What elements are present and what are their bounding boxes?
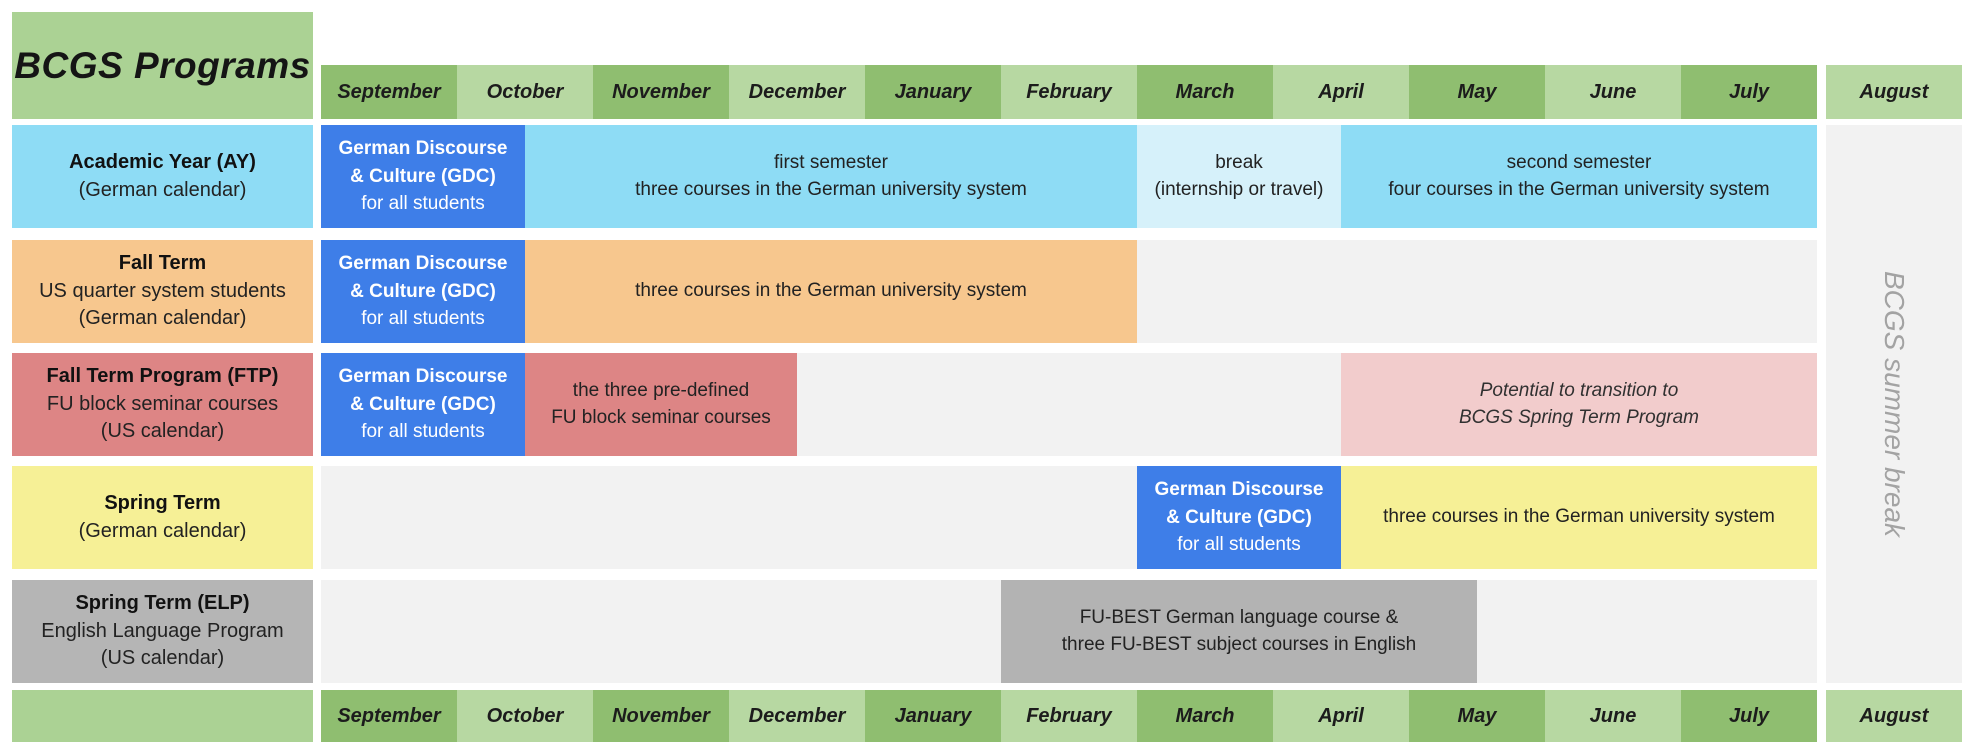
program-bar-spring-term: three courses in the German university s… <box>1341 466 1817 569</box>
month-cell-footer-february: February <box>1001 690 1137 742</box>
program-bar-fall-term: three courses in the German university s… <box>525 240 1137 343</box>
bar-text-line: Potential to transition to <box>1479 379 1679 401</box>
bar-text-line: BCGS Spring Term Program <box>1458 406 1700 428</box>
program-label-line: Spring Term <box>104 491 221 514</box>
month-cell-header-january: January <box>865 65 1001 119</box>
bar-text-line: German Discourse <box>338 138 508 160</box>
bar-text-line: & Culture (GDC) <box>350 280 496 302</box>
program-bar-fall-term-program: the three pre-defined FU block seminar co… <box>525 353 797 456</box>
month-cell-header-september: September <box>321 65 457 119</box>
august-header-label: August <box>1859 80 1929 103</box>
gdc-box-academic-year: German Discourse & Culture (GDC) for all s… <box>321 125 525 228</box>
program-label-line: English Language Program <box>41 619 284 642</box>
month-footer-august: August <box>1826 690 1962 742</box>
month-cell-footer-april: April <box>1273 690 1409 742</box>
bar-text-line: German Discourse <box>1154 479 1324 501</box>
month-cell-header-november: November <box>593 65 729 119</box>
program-label-line: (German calendar) <box>78 178 247 201</box>
program-label-fall-term-program: Fall Term Program (FTP) FU block seminar … <box>12 353 313 456</box>
month-cell-footer-july: July <box>1681 690 1817 742</box>
month-cell-footer-november: November <box>593 690 729 742</box>
month-cell-footer-september: September <box>321 690 457 742</box>
bar-text-line: second semester <box>1506 151 1652 173</box>
bar-text-line: break <box>1215 151 1263 173</box>
bar-text-line: & Culture (GDC) <box>1166 506 1312 528</box>
program-label-line: (German calendar) <box>78 307 247 330</box>
program-bar-academic-year: second semester four courses in the Germa… <box>1341 125 1817 228</box>
program-bar-fall-term-program: Potential to transition to BCGS Spring Te… <box>1341 353 1817 456</box>
bar-text-line: FU-BEST German language course & <box>1079 606 1399 628</box>
month-cell-footer-may: May <box>1409 690 1545 742</box>
footer-spacer-box <box>12 690 313 742</box>
bar-text-line: three courses in the German university s… <box>635 280 1027 302</box>
bar-text-line: three courses in the German university s… <box>635 178 1027 200</box>
bar-text-line: the three pre-defined <box>572 379 750 401</box>
program-label-line: Fall Term <box>118 252 207 275</box>
month-cell-footer-january: January <box>865 690 1001 742</box>
bar-text-line: three courses in the German university s… <box>1383 506 1775 528</box>
program-label-line: FU block seminar courses <box>46 392 279 415</box>
bar-text-line: four courses in the German university sy… <box>1388 178 1770 200</box>
program-label-line: US quarter system students <box>39 279 286 302</box>
program-label-line: Fall Term Program (FTP) <box>46 365 279 388</box>
page-title-text: BCGS Programs <box>14 44 311 86</box>
program-label-fall-term: Fall Term US quarter system students (Germ… <box>12 240 313 343</box>
month-cell-header-march: March <box>1137 65 1273 119</box>
month-header-august: August <box>1826 65 1962 119</box>
month-cell-header-december: December <box>729 65 865 119</box>
month-cell-header-february: February <box>1001 65 1137 119</box>
program-label-line: Spring Term (ELP) <box>75 592 250 615</box>
page-title: BCGS Programs <box>12 12 313 119</box>
timeline-track-academic-year: German Discourse & Culture (GDC) for all s… <box>321 125 1817 228</box>
program-label-line: (German calendar) <box>78 519 247 542</box>
program-label-spring-term: Spring Term (German calendar) <box>12 466 313 569</box>
month-cell-header-october: October <box>457 65 593 119</box>
bar-text-line: for all students <box>361 421 485 443</box>
program-bar-academic-year: first semester three courses in the Germa… <box>525 125 1137 228</box>
month-cell-header-june: June <box>1545 65 1681 119</box>
summer-break-label: BCGS summer break <box>1879 270 1911 538</box>
bar-text-line: & Culture (GDC) <box>350 393 496 415</box>
program-bar-academic-year: break (internship or travel) <box>1137 125 1341 228</box>
bar-text-line: for all students <box>361 308 485 330</box>
bar-text-line: (internship or travel) <box>1154 178 1324 200</box>
summer-break-column: BCGS summer break <box>1826 125 1962 683</box>
timeline-track-spring-term-elp: FU-BEST German language course & three FU… <box>321 580 1817 683</box>
bar-text-line: German Discourse <box>338 366 508 388</box>
timeline-track-fall-term: German Discourse & Culture (GDC) for all s… <box>321 240 1817 343</box>
program-label-line: (US calendar) <box>100 420 225 443</box>
program-label-line: (US calendar) <box>100 647 225 670</box>
bar-text-line: three FU-BEST subject courses in English <box>1061 633 1417 655</box>
bar-text-line: FU block seminar courses <box>551 406 771 428</box>
program-label-spring-term-elp: Spring Term (ELP) English Language Progra… <box>12 580 313 683</box>
bar-text-line: & Culture (GDC) <box>350 165 496 187</box>
month-cell-footer-march: March <box>1137 690 1273 742</box>
month-cell-footer-june: June <box>1545 690 1681 742</box>
bar-text-line: German Discourse <box>338 253 508 275</box>
program-label-academic-year: Academic Year (AY) (German calendar) <box>12 125 313 228</box>
bar-text-line: for all students <box>361 193 485 215</box>
program-bar-spring-term-elp: FU-BEST German language course & three FU… <box>1001 580 1477 683</box>
gdc-box-fall-term: German Discourse & Culture (GDC) for all s… <box>321 240 525 343</box>
month-cell-header-july: July <box>1681 65 1817 119</box>
gdc-box-spring-term: German Discourse & Culture (GDC) for all s… <box>1137 466 1341 569</box>
bar-text-line: first semester <box>773 151 889 173</box>
month-cell-footer-october: October <box>457 690 593 742</box>
august-footer-label: August <box>1859 704 1929 727</box>
gdc-box-fall-term-program: German Discourse & Culture (GDC) for all s… <box>321 353 525 456</box>
timeline-track-spring-term: German Discourse & Culture (GDC) for all s… <box>321 466 1817 569</box>
month-cell-header-may: May <box>1409 65 1545 119</box>
month-cell-header-april: April <box>1273 65 1409 119</box>
month-cell-footer-december: December <box>729 690 865 742</box>
bar-text-line: for all students <box>1177 534 1301 556</box>
program-label-line: Academic Year (AY) <box>69 150 256 173</box>
timeline-track-fall-term-program: German Discourse & Culture (GDC) for all s… <box>321 353 1817 456</box>
